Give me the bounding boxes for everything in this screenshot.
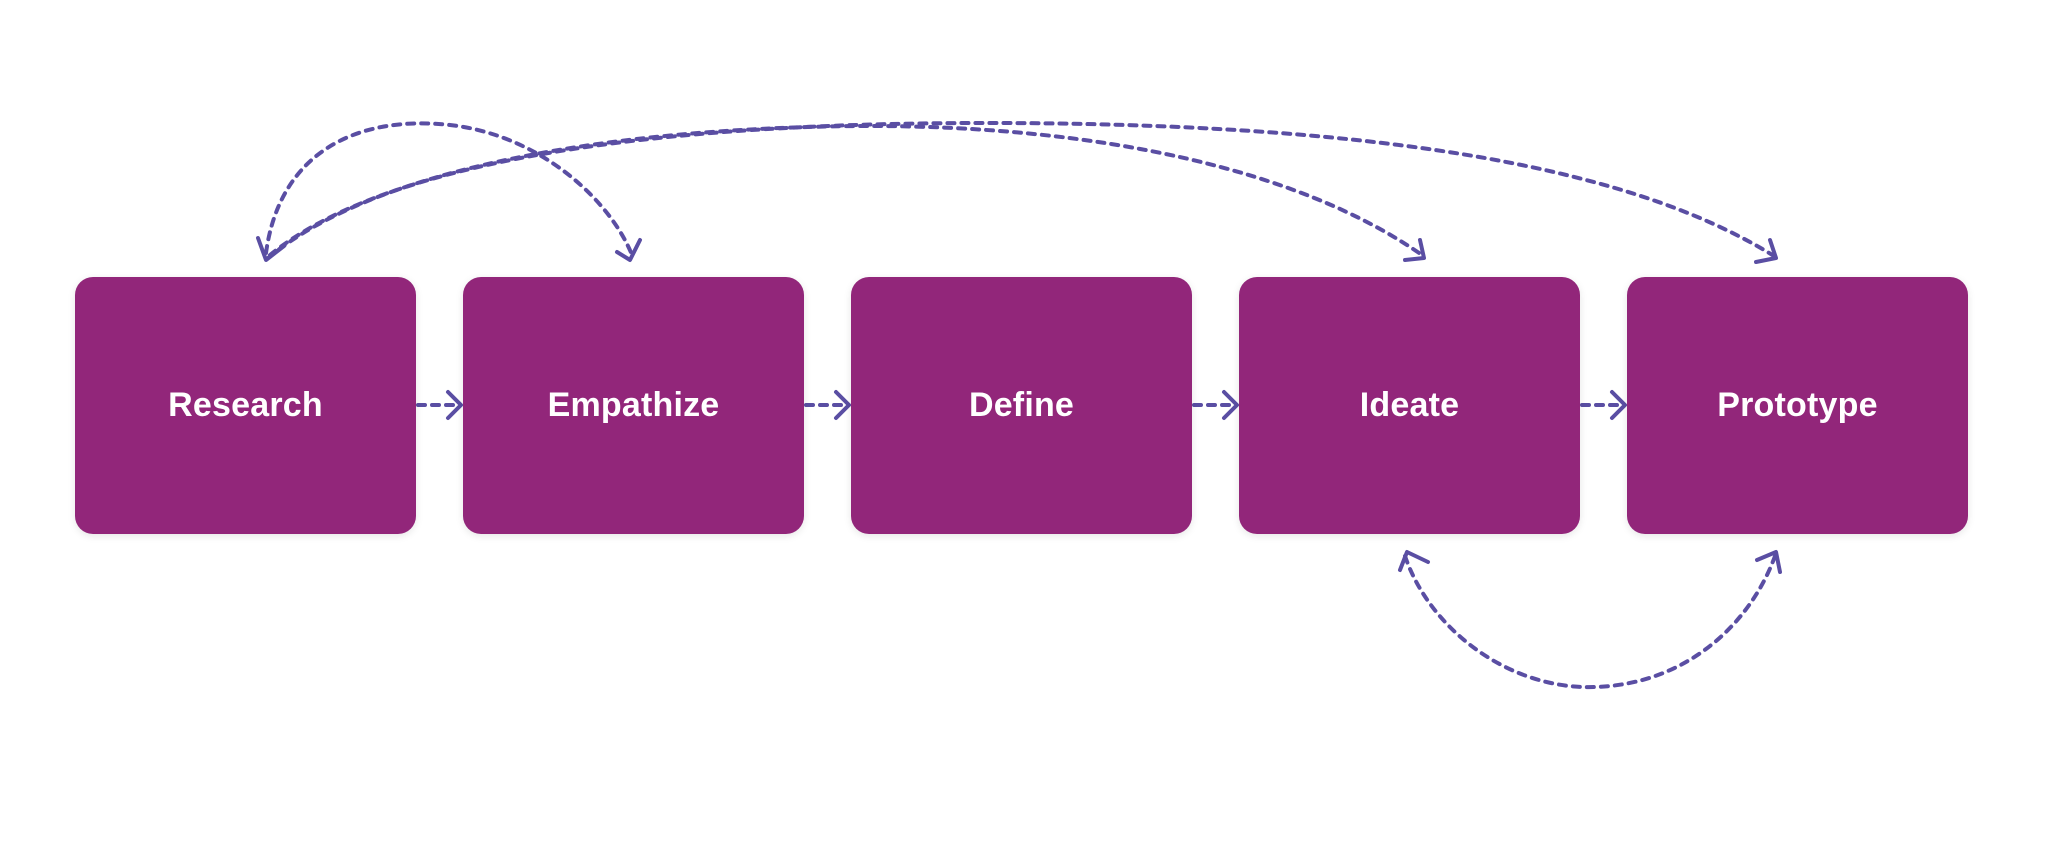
stage-prototype-label: Prototype xyxy=(1717,386,1878,424)
stage-prototype-box: Prototype xyxy=(1627,277,1968,534)
loop-arc-research-prototype xyxy=(268,120,1778,264)
loop-arc-research-ideate xyxy=(266,123,1426,262)
loop-arc-research-empathize xyxy=(256,121,642,262)
stage-ideate-box: Ideate xyxy=(1239,277,1580,534)
flow-arrow-define-ideate xyxy=(1192,390,1239,420)
loop-arc-ideate-prototype xyxy=(1398,550,1782,690)
stage-research-box: Research xyxy=(75,277,416,534)
stage-research-label: Research xyxy=(168,386,323,424)
stage-ideate-label: Ideate xyxy=(1359,386,1460,424)
stage-empathize-label: Empathize xyxy=(547,386,720,424)
stage-empathize-box: Empathize xyxy=(463,277,804,534)
stage-define-label: Define xyxy=(968,386,1075,424)
flow-arrow-empathize-define xyxy=(804,390,851,420)
flow-arrow-ideate-prototype xyxy=(1580,390,1627,420)
flow-arrow-research-empathize xyxy=(416,390,463,420)
stage-define-box: Define xyxy=(851,277,1192,534)
